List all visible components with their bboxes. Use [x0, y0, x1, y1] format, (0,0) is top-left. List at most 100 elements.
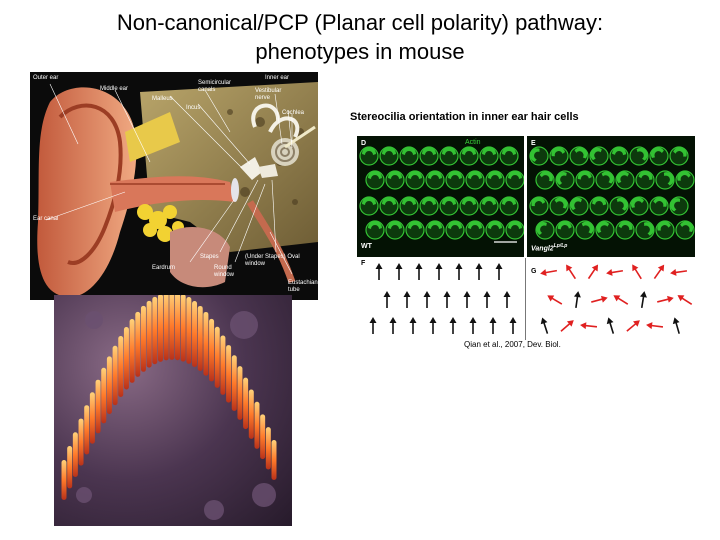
arrow-head — [395, 263, 403, 269]
stereocilia-crescent — [556, 172, 567, 186]
stereocilia-figure: D Actin WT E Vangl2Lp/Lp F G — [357, 136, 695, 340]
arrow-shaft — [583, 324, 598, 328]
stereocilia-crescent — [557, 221, 572, 230]
stereocilia-crescent — [408, 221, 422, 229]
stereocilium — [203, 311, 209, 376]
arrow-shaft — [608, 320, 615, 334]
stereocilium — [248, 389, 254, 439]
arrow-head — [383, 291, 391, 297]
stereocilia-sem-image — [54, 295, 292, 526]
stereocilium — [163, 295, 169, 361]
arrow-head — [540, 317, 548, 325]
stereocilium — [226, 345, 232, 403]
orientation-arrow — [423, 291, 431, 308]
stereocilia-crescent — [536, 221, 547, 235]
stereocilium — [101, 367, 107, 424]
page-title: Non-canonical/PCP (Planar cell polarity)… — [0, 8, 720, 66]
stereocilium — [157, 295, 163, 362]
stereocilia-crescent — [650, 147, 664, 159]
stereocilia-crescent — [462, 147, 476, 155]
orientation-arrow — [540, 269, 558, 276]
orientation-arrow — [566, 264, 577, 280]
orientation-arrow — [606, 317, 615, 334]
arrow-shaft — [543, 269, 558, 274]
panel-d-letter: D — [361, 140, 367, 147]
stereocilia-crescent — [368, 221, 382, 229]
ear-label-round-window: Round window — [214, 265, 235, 278]
stereocilia-crescent — [488, 221, 502, 229]
orientation-arrow — [613, 295, 629, 305]
stereocilia-crescent — [382, 147, 396, 155]
ear-label-incus: Incus — [186, 105, 201, 111]
orientation-arrow — [395, 263, 403, 280]
stereocilia-crescent — [570, 197, 582, 211]
arrow-head — [677, 295, 685, 302]
arrow-head — [495, 263, 503, 269]
panel-d-stain-label: Actin — [465, 139, 481, 146]
orientation-arrow — [657, 295, 674, 303]
panel-g-letter: G — [531, 268, 537, 275]
ear-label-inner-ear: Inner ear — [265, 75, 290, 81]
orientation-arrow — [435, 263, 443, 280]
stereocilium — [265, 427, 271, 470]
arrow-head — [423, 291, 431, 297]
orientation-arrow — [509, 317, 517, 334]
arrow-shaft — [575, 294, 579, 309]
stereocilium — [254, 401, 260, 449]
orientation-arrow — [429, 317, 437, 334]
panel-divider — [525, 258, 526, 340]
figure-caption: Stereocilia orientation in inner ear hai… — [350, 111, 579, 123]
stereocilia-crescent — [630, 197, 644, 208]
orientation-arrow — [632, 264, 642, 280]
arrow-shaft — [587, 267, 597, 280]
arrow-head — [613, 295, 621, 302]
stereocilia-crescent — [382, 197, 396, 205]
panel-e-genotype: Vangl2Lp/Lp — [531, 243, 567, 252]
arrow-shaft — [616, 296, 629, 305]
orientation-arrow — [495, 263, 503, 280]
arrow-head — [657, 264, 665, 272]
stereocilia-crescent — [388, 171, 402, 179]
stereocilia-crescent — [601, 171, 614, 184]
stereocilium — [220, 335, 226, 395]
arrow-head — [469, 317, 477, 323]
arrow-head — [429, 317, 437, 323]
stereocilia-crescent — [468, 171, 482, 179]
stereocilia-crescent — [508, 171, 522, 179]
arrow-head — [443, 291, 451, 297]
stereocilium — [231, 355, 237, 411]
stereocilium — [135, 311, 141, 377]
stereocilium — [112, 345, 118, 406]
stereocilia-crescent — [508, 221, 522, 229]
arrow-head — [375, 263, 383, 269]
stereocilium — [106, 356, 112, 415]
arrow-shaft — [626, 322, 638, 332]
orientation-arrow — [443, 291, 451, 308]
orientation-arrow — [560, 320, 574, 332]
stereocilium — [123, 327, 129, 390]
stereocilium — [84, 405, 90, 455]
ear-anatomy-illustration: Outer ear Middle ear Malleus Semicircula… — [30, 72, 318, 300]
panel-e-vangl2-actin: E Vangl2Lp/Lp — [527, 136, 695, 257]
stereocilia-crescent — [482, 147, 496, 155]
stereocilia-crescent — [530, 148, 540, 162]
stereocilia-crescent — [596, 221, 610, 233]
ear-label-malleus: Malleus — [152, 96, 173, 102]
arrow-shaft — [591, 297, 605, 303]
orientation-arrow — [469, 317, 477, 334]
arrow-head — [600, 295, 608, 303]
stereocilium — [243, 377, 249, 430]
panel-d-cells — [359, 146, 524, 243]
stereocilia-crescent — [442, 147, 456, 155]
stereocilia-crescent — [428, 221, 442, 229]
stereocilium — [186, 297, 192, 364]
stereocilia-crescent — [677, 171, 691, 181]
stereocilium — [118, 335, 124, 398]
arrow-head — [489, 317, 497, 323]
arrow-head — [403, 291, 411, 297]
panel-d-genotype: WT — [361, 243, 372, 250]
ear-label-eustachian: Eustachian tube — [288, 280, 318, 293]
arrow-shaft — [640, 294, 645, 309]
arrow-shaft — [649, 324, 664, 328]
ear-anatomy-drawing — [30, 72, 318, 300]
